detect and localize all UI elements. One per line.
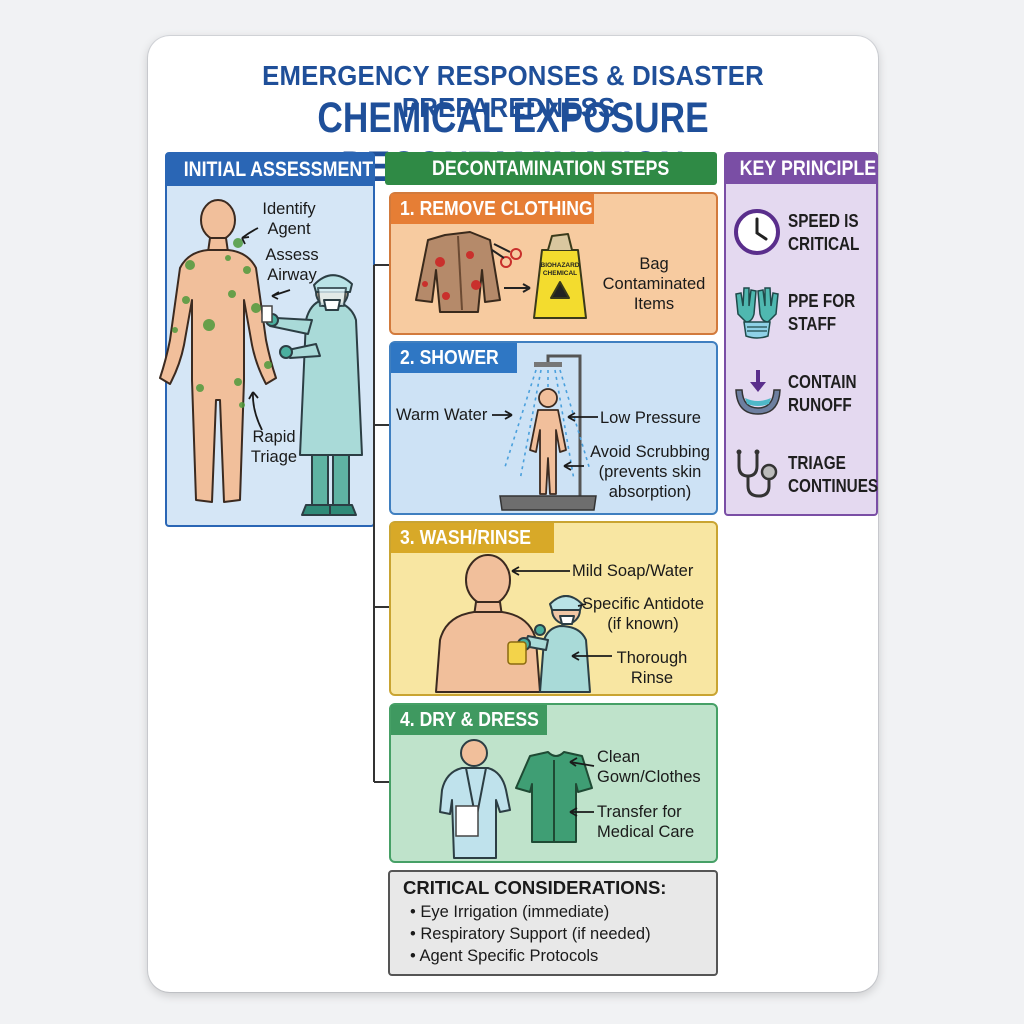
principle-3-line-1: CONTAIN <box>788 372 857 392</box>
step-remove-clothing-title: 1. REMOVE CLOTHING <box>391 194 594 224</box>
swab-icon <box>261 305 273 323</box>
washed-patient-figure <box>435 554 541 693</box>
clean-gown-label-2: Gown/Clothes <box>597 768 701 786</box>
critical-item-1: Eye Irrigation (immediate) <box>420 903 610 921</box>
assess-airway-label-2: Airway <box>267 266 317 284</box>
step-dry-dress-title-text: 4. DRY & DRESS <box>400 709 539 731</box>
assessment-illustration <box>159 199 363 516</box>
shower-arrows <box>492 410 598 471</box>
critical-item-2: Respiratory Support (if needed) <box>420 925 651 943</box>
bag-contaminated-label-1: Bag <box>639 255 669 273</box>
initial-assessment-header: INITIAL ASSESSMENT <box>167 154 373 186</box>
principle-1-line-2: CRITICAL <box>788 234 860 254</box>
avoid-scrubbing-label-3: absorption) <box>608 483 692 501</box>
principle-1-line-1: SPEED IS <box>788 211 859 231</box>
bag-contaminated-label-3: Items <box>633 295 675 313</box>
step-wash-rinse-title-text: 3. WASH/RINSE <box>400 527 532 549</box>
sponge-icon <box>507 641 527 665</box>
shower-person-figure <box>529 388 567 495</box>
towel-icon <box>455 805 479 837</box>
step-remove-clothing-title-text: 1. REMOVE CLOTHING <box>400 198 593 220</box>
mild-soap-water-label: Mild Soap/Water <box>572 562 694 580</box>
decontamination-steps-header-text: DECONTAMINATION STEPS <box>432 157 670 180</box>
runoff-basin-icon <box>735 370 781 415</box>
gowned-patient-figure <box>439 739 511 859</box>
dry-dress-illustration <box>439 739 595 859</box>
thorough-rinse-label-1: Thorough <box>616 649 688 667</box>
transfer-medical-care-label-1: Transfer for <box>597 803 682 821</box>
critical-considerations-box <box>388 870 718 976</box>
showerhead-icon <box>546 354 582 510</box>
identify-agent-label-2: Agent <box>267 220 311 238</box>
hazard-bag-icon <box>533 233 587 319</box>
step-connector-lines <box>373 264 389 783</box>
principle-2-line-2: STAFF <box>788 314 837 334</box>
principle-4-line-1: TRIAGE <box>788 453 846 473</box>
principle-3-line-2: RUNOFF <box>788 395 852 415</box>
clean-shirt-icon <box>515 751 593 843</box>
initial-assessment-header-text: INITIAL ASSESSMENT <box>183 158 373 181</box>
bag-contaminated-label-2: Contaminated <box>602 275 706 293</box>
wash-arrows <box>511 566 612 661</box>
assess-airway-label: Assess <box>265 246 319 264</box>
staff-washing-figure <box>517 595 591 693</box>
principle-2-line-1: PPE FOR <box>788 291 856 311</box>
clean-gown-label-1: Clean <box>597 748 641 766</box>
identify-agent-label: Identify <box>262 200 316 218</box>
avoid-scrubbing-label-2: (prevents skin <box>598 463 702 481</box>
thorough-rinse-label-2: Rinse <box>630 669 674 687</box>
bag-label-text-1: BIOHAZARD <box>540 262 580 269</box>
stethoscope-icon <box>736 449 778 498</box>
bag-label-text-2: CHEMICAL <box>542 270 578 277</box>
assessment-arrows <box>241 227 291 431</box>
dress-arrows <box>569 757 595 817</box>
step-shower-title-text: 2. SHOWER <box>400 347 499 369</box>
principle-4-line-2: CONTINUES <box>788 476 879 496</box>
specific-antidote-label-2: (if known) <box>607 615 679 633</box>
remove-clothing-illustration <box>415 231 587 319</box>
responder-figure <box>265 274 363 516</box>
step-dry-dress-title: 4. DRY & DRESS <box>391 705 547 735</box>
chemical-stains <box>422 251 481 300</box>
contaminated-jacket-icon <box>415 231 501 313</box>
ppe-gloves-mask-icon <box>735 287 779 339</box>
patient-figure <box>159 199 277 503</box>
title-line-1: EMERGENCY RESPONSES & DISASTER PREPAREDN… <box>262 60 764 123</box>
warm-water-label: Warm Water <box>396 406 488 424</box>
specific-antidote-label-1: Specific Antidote <box>582 595 704 613</box>
wash-rinse-illustration <box>435 554 612 693</box>
rapid-triage-label-2: Triage <box>250 448 298 466</box>
step-wash-rinse-title: 3. WASH/RINSE <box>391 523 554 553</box>
low-pressure-label: Low Pressure <box>600 409 701 427</box>
avoid-scrubbing-label-1: Avoid Scrubbing <box>590 443 710 461</box>
rapid-triage-label: Rapid <box>252 428 296 446</box>
step-shower-title: 2. SHOWER <box>391 343 517 373</box>
clock-icon <box>734 209 780 255</box>
critical-considerations-title: CRITICAL CONSIDERATIONS: <box>403 877 667 898</box>
contamination-spots <box>172 238 272 408</box>
shower-illustration <box>499 354 597 511</box>
transfer-medical-care-label-2: Medical Care <box>597 823 695 841</box>
scissors-icon <box>491 243 522 268</box>
critical-item-3: Agent Specific Protocols <box>419 947 599 965</box>
decontamination-steps-header: DECONTAMINATION STEPS <box>385 152 717 185</box>
